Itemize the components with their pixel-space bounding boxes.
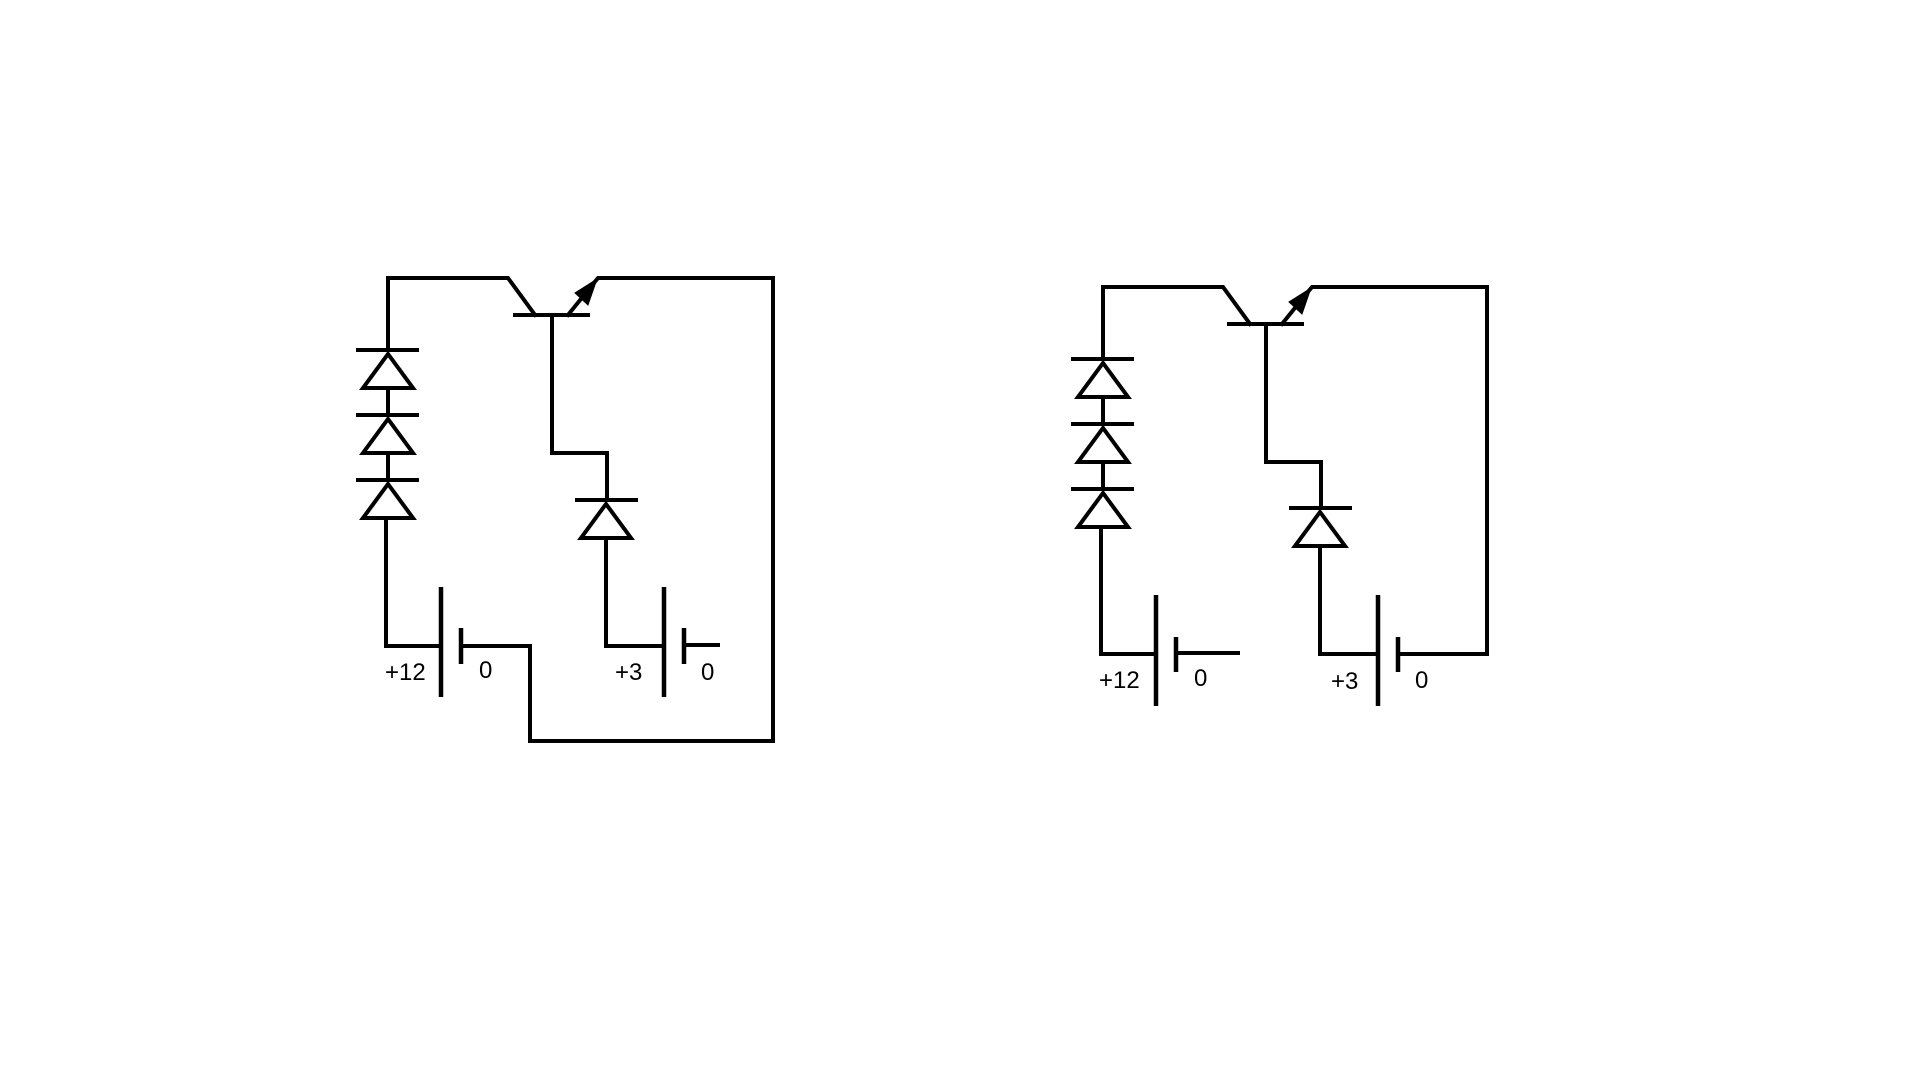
wire-right-top-to-transistor	[1101, 285, 1253, 359]
wire-right-diode-to-battery3	[1318, 544, 1380, 656]
transistor-right-emitter-arrow	[1288, 286, 1312, 315]
label-right-battery3-zero: 0	[1415, 667, 1428, 694]
wire-left-emitter-to-right-rail	[471, 276, 775, 743]
label-left-battery12-zero: 0	[479, 657, 492, 684]
diode-single-left-body	[577, 500, 635, 540]
label-right-battery3-positive: +3	[1331, 668, 1358, 695]
diode-single-right-body	[1291, 508, 1349, 548]
label-left-battery3-zero: 0	[701, 659, 714, 686]
diode-left-1	[359, 350, 417, 390]
battery-12-right	[1153, 595, 1240, 706]
diode-right-1	[1074, 359, 1132, 399]
diode-right-3	[1074, 489, 1132, 529]
diode-left-3	[359, 480, 417, 520]
diode-single-left	[575, 498, 638, 540]
wire-left-top-to-transistor	[386, 276, 538, 350]
transistor-right	[1227, 285, 1489, 656]
wire-left-base-to-diode	[550, 451, 609, 502]
diode-stack-left	[356, 348, 419, 520]
diode-single-right	[1289, 506, 1352, 548]
diode-right-2	[1074, 424, 1132, 464]
circuit-right: +12 0 +3 0	[1071, 285, 1489, 706]
wire-right-emitter-to-right-rail	[1304, 285, 1489, 656]
transistor-left	[471, 276, 775, 743]
label-left-battery12-positive: +12	[385, 659, 426, 686]
circuit-left: +12 0 +3 0	[356, 276, 775, 743]
battery-3-left	[661, 587, 720, 697]
battery-3-right	[1375, 595, 1401, 706]
label-right-battery12-positive: +12	[1099, 667, 1140, 694]
label-left-battery3-positive: +3	[615, 659, 642, 686]
battery-12-left	[438, 587, 475, 697]
wire-left-diode-to-battery3	[604, 536, 665, 648]
wire-right-base-to-diode	[1264, 460, 1323, 510]
transistor-left-emitter-arrow	[574, 277, 598, 306]
diode-left-2	[359, 415, 417, 455]
label-right-battery12-zero: 0	[1194, 665, 1207, 692]
diode-stack-right	[1071, 357, 1134, 529]
